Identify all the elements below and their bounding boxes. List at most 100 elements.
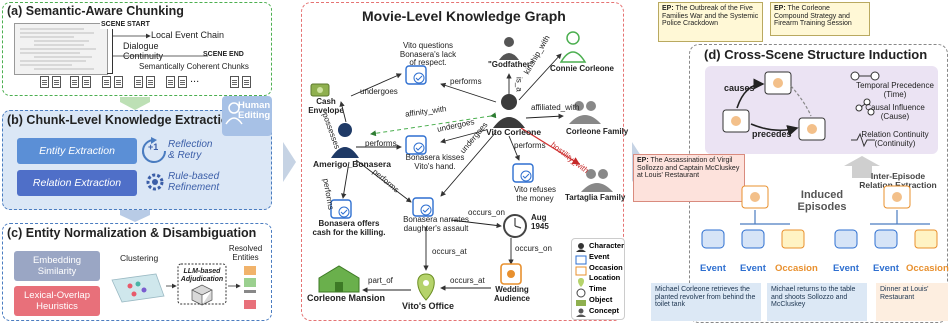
human-editing-label: Human Editing bbox=[238, 100, 271, 122]
chunks-label: Semantically Coherent Chunks bbox=[139, 62, 249, 71]
event-label-1: Event bbox=[700, 263, 726, 274]
resolved-entities-label: Resolved Entities bbox=[228, 244, 263, 262]
edge-performs-1: performs bbox=[450, 77, 482, 86]
cash-envelope-icon bbox=[310, 83, 330, 97]
node-tartaglia: Tartaglia Family bbox=[565, 193, 626, 202]
panel-b-title: (b) Chunk-Level Knowledge Extraction bbox=[7, 113, 237, 127]
event-icon-offers bbox=[330, 199, 352, 219]
chunk-icons bbox=[40, 76, 255, 90]
group-icon-tartaglia bbox=[581, 169, 613, 192]
event-icon-narrates bbox=[412, 197, 434, 217]
edge-occurs-on-1: occurs_on bbox=[468, 208, 505, 217]
character-legend-icon bbox=[576, 243, 586, 252]
event-scene-icon-2 bbox=[741, 229, 765, 249]
episode-node-3 bbox=[798, 117, 826, 141]
group-icon-corleone-family bbox=[569, 101, 601, 124]
object-legend-icon bbox=[576, 300, 586, 306]
temporal-label: Temporal Precedence (Time) bbox=[856, 81, 934, 99]
edge-is-a: is_a bbox=[514, 76, 524, 92]
causes-label: causes bbox=[724, 83, 755, 93]
panel-a-title: (a) Semantic-Aware Chunking bbox=[7, 4, 184, 18]
location-pin-icon bbox=[417, 273, 435, 301]
node-vito-questions: Vito questions Bonasera's lack of respec… bbox=[399, 41, 457, 68]
lexical-overlap-box: Lexical-Overlap Heuristics bbox=[14, 286, 100, 316]
relation-extraction-box: Relation Extraction bbox=[17, 170, 137, 196]
llm-adjudication-label: LLM-based Adjudication bbox=[180, 268, 224, 283]
location-legend-icon bbox=[578, 278, 584, 287]
reflection-label: Reflection & Retry bbox=[168, 139, 213, 161]
node-refuses: Vito refuses the money bbox=[513, 185, 557, 203]
node-corleone-family: Corleone Family bbox=[566, 127, 629, 136]
node-office: Vito's Office bbox=[402, 301, 454, 311]
flow-arrow bbox=[120, 210, 150, 222]
precedes-label: precedes bbox=[752, 129, 792, 139]
episode-film-icon-1 bbox=[741, 185, 769, 209]
node-kisses: Bonasera kisses Vito's hand. bbox=[405, 153, 465, 171]
causal-legend-icon bbox=[855, 98, 875, 116]
cube-icon bbox=[191, 284, 213, 306]
occasion-label-2: Occasion bbox=[906, 263, 949, 274]
resolved-entities-list bbox=[244, 266, 258, 312]
node-cash-envelope: Cash Envelope bbox=[308, 97, 344, 115]
legend-labels: Character Event Occasion Location Time O… bbox=[589, 241, 624, 317]
node-mansion: Corleone Mansion bbox=[307, 293, 386, 303]
edge-performs-3: performs bbox=[514, 141, 546, 150]
node-narrates: Bonasera narrates daughter's assault bbox=[403, 215, 469, 233]
node-aug-1945: Aug 1945 bbox=[531, 213, 549, 231]
occasion-legend-icon bbox=[575, 266, 587, 276]
relation-graph bbox=[722, 71, 880, 148]
causal-label: Causal Influence (Cause) bbox=[865, 103, 925, 121]
legend-icons bbox=[575, 243, 587, 317]
event-legend-icon bbox=[575, 255, 587, 265]
continuity-legend-icon bbox=[851, 132, 875, 148]
clustering-diagram bbox=[111, 263, 241, 306]
event-icon-kisses bbox=[405, 135, 427, 155]
edge-undergoes-1: undergoes bbox=[360, 87, 398, 96]
embedding-similarity-box: Embedding Similarity bbox=[14, 251, 100, 281]
occasion-icon-wedding bbox=[500, 263, 522, 285]
person-icon bbox=[225, 102, 243, 125]
edge-occurs-at-1: occurs_at bbox=[432, 247, 467, 256]
panel-c-title: (c) Entity Normalization & Disambiguatio… bbox=[7, 226, 257, 240]
episode-note-1: EP: The Outbreak of the Five Families Wa… bbox=[658, 2, 763, 42]
induced-episodes-label: Induced Episodes bbox=[797, 189, 847, 213]
legend-character: Character bbox=[589, 241, 625, 250]
node-amerigo: Amerigo_Bonasera bbox=[313, 159, 391, 169]
retry-icon bbox=[142, 137, 166, 163]
occasion-scene-icon-2 bbox=[914, 229, 938, 249]
panel-d-title: (d) Cross-Scene Structure Induction bbox=[704, 47, 928, 62]
human-editing-box bbox=[222, 96, 272, 136]
event-scene-icon-3 bbox=[834, 229, 858, 249]
legend-event: Event bbox=[589, 251, 610, 261]
event-icon-questions bbox=[405, 65, 427, 85]
event-label-3: Event bbox=[833, 263, 859, 274]
refine-icons bbox=[142, 137, 166, 191]
episode-node-2 bbox=[722, 109, 750, 133]
scene-end-label: SCENE END bbox=[203, 51, 244, 58]
episode-film-icon-2 bbox=[883, 185, 911, 209]
flow-arrow bbox=[283, 142, 296, 182]
chunk-pointers bbox=[112, 33, 208, 57]
node-godfather: "Godfather" bbox=[488, 60, 534, 69]
legend-occasion: Occasion bbox=[589, 262, 623, 272]
edge-affiliated: affiliated_with bbox=[531, 103, 580, 112]
script-lines bbox=[20, 28, 96, 70]
node-connie: Connie Corleone bbox=[550, 64, 615, 73]
chunks-ellipsis: ... bbox=[190, 73, 200, 85]
plus-one-label: +1 bbox=[148, 142, 159, 152]
graph-node-icons bbox=[310, 31, 613, 301]
edge-part-of: part_of bbox=[368, 276, 393, 285]
character-icon-vito bbox=[493, 94, 525, 128]
episode-node-1 bbox=[764, 71, 792, 95]
caption-shoots: Michael returns to the table and shoots … bbox=[767, 283, 867, 321]
caption-revolver: Michael Corleone retrieves the planted r… bbox=[651, 283, 761, 321]
graph-title: Movie-Level Knowledge Graph bbox=[362, 8, 566, 24]
event-icon-refuses bbox=[512, 163, 534, 183]
scene-icons-row bbox=[701, 229, 938, 249]
edge-occurs-at-2: occurs_at bbox=[450, 276, 485, 285]
time-legend-icon bbox=[576, 288, 586, 298]
edge-performs-2: performs bbox=[365, 139, 397, 148]
rule-refinement-label: Rule-based Refinement bbox=[168, 171, 220, 193]
continuity-label: Relation Continuity (Continuity) bbox=[861, 130, 929, 148]
local-event-chain-label: Local Event Chain bbox=[151, 30, 225, 40]
